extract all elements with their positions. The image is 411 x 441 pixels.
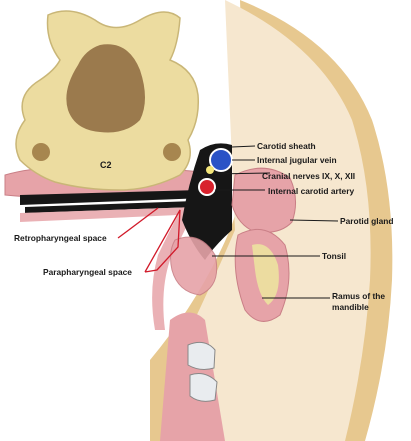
leader-parotid: [289, 219, 339, 222]
label-retropharyngeal-space: Retropharyngeal space: [14, 233, 107, 243]
cranial-nerves: [206, 166, 214, 174]
retropharyngeal-band-inner: [25, 201, 196, 213]
label-internal-carotid-artery: Internal carotid artery: [268, 186, 354, 196]
internal-jugular-vein: [209, 148, 233, 172]
retropharyngeal-band: [20, 190, 205, 205]
label-internal-jugular-vein: Internal jugular vein: [257, 155, 337, 165]
label-tonsil: Tonsil: [322, 251, 346, 261]
leader-retropharyngeal: [117, 207, 159, 239]
foramen-left: [32, 143, 50, 161]
ramus-bone: [252, 244, 279, 305]
leader-parapharyngeal: [144, 209, 181, 273]
label-carotid-sheath: Carotid sheath: [257, 141, 316, 151]
label-parapharyngeal-space: Parapharyngeal space: [43, 267, 132, 277]
c2-label: C2: [100, 160, 112, 170]
parapharyngeal-space: [182, 143, 232, 260]
foramen-right: [163, 143, 181, 161]
leader-carotid-sheath: [231, 145, 256, 148]
label-cranial-nerves: Cranial nerves IX, X, XII: [262, 171, 355, 181]
tooth-upper: [187, 341, 216, 370]
leader-cranial-nerves: [213, 172, 271, 175]
pharyngeal-muscle: [20, 207, 196, 330]
label-ramus-line2: mandible: [332, 302, 369, 312]
tonsil: [170, 236, 218, 296]
label-parotid-gland: Parotid gland: [340, 216, 394, 226]
label-ramus-line1: Ramus of the: [332, 291, 385, 301]
internal-carotid-artery: [198, 178, 216, 196]
parotid-gland: [231, 167, 296, 233]
vertebral-body-marrow: [66, 44, 145, 133]
tooth-lower: [189, 373, 218, 402]
